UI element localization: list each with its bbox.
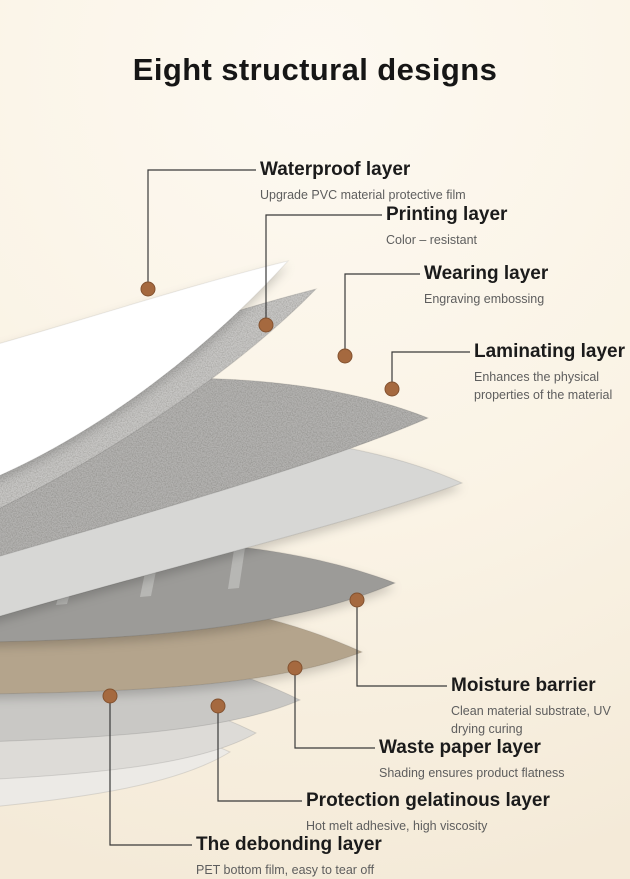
callout-title: Laminating layer <box>474 341 625 362</box>
callout-title: Protection gelatinous layer <box>306 790 550 811</box>
callout-lines <box>109 169 470 846</box>
callout-line-debonding <box>109 696 192 846</box>
callout-line-waste-paper <box>294 668 375 749</box>
callout-subtitle: Enhances the physical properties of the … <box>474 370 613 403</box>
callout-subtitle: Engraving embossing <box>424 292 545 306</box>
callout-wearing-layer: Wearing layer Engraving embossing <box>424 263 548 308</box>
callout-subtitle: Upgrade PVC material protective film <box>260 188 466 202</box>
layer-stack-bottom <box>0 540 397 807</box>
callout-dot-debonding <box>102 688 118 704</box>
callout-laminating-layer: Laminating layer Enhances the physical p… <box>474 341 626 404</box>
callout-line-moisture <box>356 600 447 687</box>
callout-dots <box>102 281 400 714</box>
callout-dot-protection <box>210 698 226 714</box>
callout-printing-layer: Printing layer Color – resistant <box>386 204 507 249</box>
callout-line-waterproof <box>147 169 256 289</box>
callout-protection-gelatinous-layer: Protection gelatinous layer Hot melt adh… <box>306 790 550 835</box>
callout-waterproof-layer: Waterproof layer Upgrade PVC material pr… <box>260 159 466 204</box>
callout-title: Printing layer <box>386 204 508 225</box>
callout-line-laminating <box>391 351 470 389</box>
callout-moisture-barrier: Moisture barrier Clean material substrat… <box>451 675 627 738</box>
callout-title: Waterproof layer <box>260 159 411 180</box>
callout-title: Waste paper layer <box>379 737 541 758</box>
callout-dot-wearing <box>337 348 353 364</box>
callout-subtitle: Shading ensures product flatness <box>379 766 565 780</box>
callout-subtitle: Color – resistant <box>386 233 478 247</box>
callout-subtitle: PET bottom film, easy to tear off <box>196 863 375 877</box>
callout-line-printing <box>265 214 382 325</box>
callout-title: Wearing layer <box>424 263 549 284</box>
sheet-printing-layer-texture <box>0 289 316 509</box>
layer-stack-top <box>0 260 464 617</box>
callout-title: Moisture barrier <box>451 675 596 696</box>
callout-dot-laminating <box>384 381 400 397</box>
callout-dot-waterproof <box>140 281 156 297</box>
callout-waste-paper-layer: Waste paper layer Shading ensures produc… <box>379 737 565 782</box>
sheet-waterproof-layer <box>0 260 290 476</box>
callout-dot-printing <box>258 317 274 333</box>
page-title: Eight structural designs <box>132 52 498 87</box>
callout-line-protection <box>217 706 302 802</box>
callout-title: The debonding layer <box>196 834 382 855</box>
callout-dot-waste-paper <box>287 660 303 676</box>
callout-subtitle: Clean material substrate, UV drying curi… <box>451 704 611 737</box>
callout-subtitle: Hot melt adhesive, high viscosity <box>306 819 488 833</box>
callout-debonding-layer: The debonding layer PET bottom film, eas… <box>196 834 382 879</box>
callout-line-wearing <box>344 273 420 356</box>
callout-dot-moisture <box>349 592 365 608</box>
